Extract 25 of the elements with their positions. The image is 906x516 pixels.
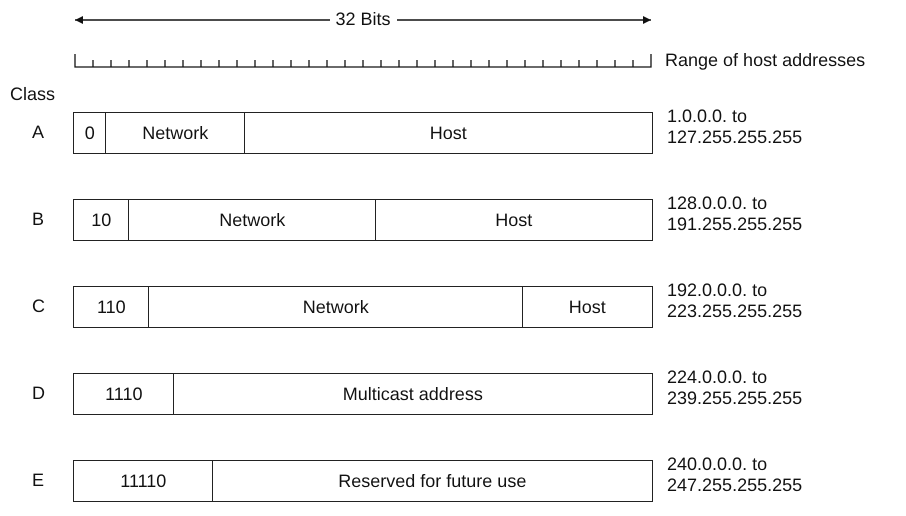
bit-field: 10: [73, 199, 130, 241]
bit-field: Reserved for future use: [212, 460, 653, 502]
class-letter: C: [32, 296, 45, 317]
bit-field: Network: [148, 286, 524, 328]
class-letter: B: [32, 209, 44, 230]
bit-field: Host: [244, 112, 653, 154]
bit-field: 1110: [73, 373, 175, 415]
class-letter: A: [32, 122, 44, 143]
class-letter: E: [32, 470, 44, 491]
address-range: 1.0.0.0. to 127.255.255.255: [667, 106, 804, 148]
bit-field: 0: [73, 112, 107, 154]
class-letter: D: [32, 383, 45, 404]
bit-field: 110: [73, 286, 150, 328]
bit-field: 11110: [73, 460, 214, 502]
axis-title: Class: [10, 84, 56, 105]
bit-field: Host: [375, 199, 653, 241]
bit-field: Network: [105, 112, 246, 154]
bit-field: Host: [522, 286, 653, 328]
address-range: 128.0.0.0. to 191.255.255.255: [667, 193, 804, 234]
address-range: 240.0.0.0. to 247.255.255.255: [667, 454, 804, 496]
ruler-caption: Range of host addresses: [665, 50, 866, 71]
bit-field: Multicast address: [173, 373, 653, 415]
address-range: 192.0.0.0. to 223.255.255.255: [667, 280, 804, 322]
address-range: 224.0.0.0. to 239.255.255.255: [667, 367, 804, 408]
bit-field: Network: [128, 199, 377, 241]
